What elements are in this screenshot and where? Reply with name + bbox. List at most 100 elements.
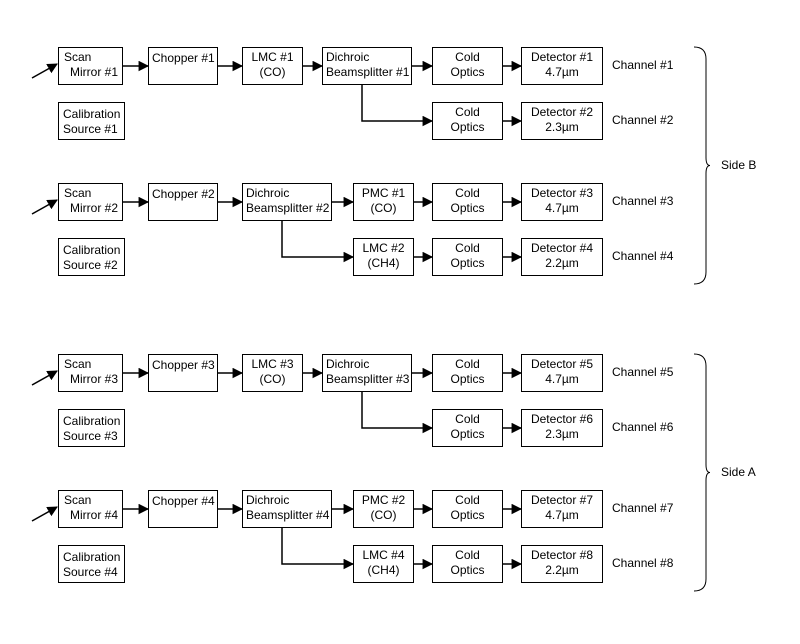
calibration-source-box-g0-r0-line2: Source #1 xyxy=(63,122,118,136)
beamsplitter-box-g1-r0-line1: Dichroic xyxy=(326,357,370,371)
modulator-box-g0-r1-bottom-line1: LMC #2 xyxy=(362,241,405,255)
modulator-box-g1-r1-top-line1: PMC #2 xyxy=(361,493,406,507)
detector-box-g1-r0-top-line1: Detector #5 xyxy=(530,357,594,371)
modulator-box-g0-r1-bottom-line2: (CH4) xyxy=(367,256,400,270)
cold-optics-box-g0-r1-top-line2: Optics xyxy=(450,201,485,215)
chopper-box-g0-r1: Chopper #2 xyxy=(148,183,218,221)
calibration-source-box-g1-r1-line1: Calibration xyxy=(63,550,121,564)
input-beam-arrow-g1-r1 xyxy=(31,506,58,522)
channel-label-g1-r1-bottom: Channel #8 xyxy=(612,556,674,570)
input-beam-arrow-g0-r0 xyxy=(31,63,58,79)
cold-optics-box-g0-r0-top-line2: Optics xyxy=(450,65,485,79)
modulator-box-g1-r1-top-line2: (CO) xyxy=(370,508,397,522)
chopper-box-g1-r0-text: Chopper #3 xyxy=(152,358,215,372)
cold-optics-box-g1-r1-bottom-line1: Cold xyxy=(455,548,480,562)
scan-mirror-box-g1-r1-line1: Scan xyxy=(64,493,92,507)
detector-box-g1-r0-bottom-line2: 2.3µm xyxy=(545,427,579,441)
detector-box-g1-r1-bottom-line2: 2.2µm xyxy=(545,563,579,577)
cold-optics-box-g0-r1-bottom-line2: Optics xyxy=(450,256,485,270)
modulator-box-g0-r0-top-line1: LMC #1 xyxy=(251,50,294,64)
beamsplitter-box-g1-r0-line2: Beamsplitter #3 xyxy=(326,372,410,386)
cold-optics-box-g1-r1-top-line1: Cold xyxy=(455,493,480,507)
cold-optics-box-g0-r0-bottom-line2: Optics xyxy=(450,120,485,134)
input-beam-arrow-g1-r0 xyxy=(31,370,58,386)
modulator-box-g0-r0-top: LMC #1(CO) xyxy=(242,47,303,85)
chopper-box-g0-r1-text: Chopper #2 xyxy=(152,187,215,201)
scan-mirror-box-g1-r0-line1: Scan xyxy=(64,357,92,371)
branch-arrow-g1-r0 xyxy=(361,392,434,434)
modulator-box-g1-r0-top: LMC #3(CO) xyxy=(242,354,303,392)
channel-label-g0-r0-top: Channel #1 xyxy=(612,58,674,72)
side-brace-0 xyxy=(693,46,711,285)
detector-box-g0-r0-bottom-line1: Detector #2 xyxy=(530,105,594,119)
detector-box-g0-r1-bottom-line1: Detector #4 xyxy=(530,241,594,255)
cold-optics-box-g1-r0-top-line1: Cold xyxy=(455,357,480,371)
detector-box-g0-r0-top-line1: Detector #1 xyxy=(530,50,594,64)
beamsplitter-box-g0-r0-line1: Dichroic xyxy=(326,50,370,64)
detector-box-g0-r1-top-line1: Detector #3 xyxy=(530,186,594,200)
input-beam-arrow-g0-r1 xyxy=(31,199,58,215)
branch-arrow-g1-r1 xyxy=(281,528,355,570)
modulator-box-g0-r1-top-line2: (CO) xyxy=(370,201,397,215)
channel-label-g0-r0-bottom: Channel #2 xyxy=(612,113,674,127)
channel-label-g1-r0-bottom: Channel #6 xyxy=(612,420,674,434)
beamsplitter-box-g0-r1-line2: Beamsplitter #2 xyxy=(246,201,330,215)
calibration-source-box-g1-r1-line2: Source #4 xyxy=(63,565,118,579)
chopper-box-g0-r0: Chopper #1 xyxy=(148,47,218,85)
detector-box-g1-r1-top-line1: Detector #7 xyxy=(530,493,594,507)
cold-optics-box-g0-r1-bottom-line1: Cold xyxy=(455,241,480,255)
modulator-box-g1-r1-bottom-line2: (CH4) xyxy=(367,563,400,577)
channel-label-g1-r1-top: Channel #7 xyxy=(612,501,674,515)
cold-optics-box-g1-r0-bottom-line2: Optics xyxy=(450,427,485,441)
detector-box-g0-r1-top-line2: 4.7µm xyxy=(545,201,579,215)
scan-mirror-box-g0-r1-line1: Scan xyxy=(64,186,92,200)
cold-optics-box-g1-r0-bottom-line1: Cold xyxy=(455,412,480,426)
cold-optics-box-g0-r1-top-line1: Cold xyxy=(455,186,480,200)
calibration-source-box-g0-r1-line1: Calibration xyxy=(63,243,121,257)
cold-optics-box-g1-r1-top-line2: Optics xyxy=(450,508,485,522)
modulator-box-g1-r1-bottom: LMC #4(CH4) xyxy=(353,545,414,583)
beamsplitter-box-g1-r1-line2: Beamsplitter #4 xyxy=(246,508,330,522)
calibration-source-box-g1-r0-line2: Source #3 xyxy=(63,429,118,443)
modulator-box-g0-r1-top-line1: PMC #1 xyxy=(361,186,406,200)
beamsplitter-box-g1-r1-line1: Dichroic xyxy=(246,493,290,507)
detector-box-g0-r0-top-line2: 4.7µm xyxy=(545,65,579,79)
branch-arrow-g0-r1 xyxy=(281,221,355,263)
calibration-source-box-g1-r0-line1: Calibration xyxy=(63,414,121,428)
beamsplitter-box-g0-r0-line2: Beamsplitter #1 xyxy=(326,65,410,79)
chopper-box-g0-r0-text: Chopper #1 xyxy=(152,51,215,65)
channel-label-g0-r1-top: Channel #3 xyxy=(612,194,674,208)
scan-mirror-box-g0-r0-line1: Scan xyxy=(64,50,92,64)
modulator-box-g1-r1-top: PMC #2(CO) xyxy=(353,490,414,528)
detector-box-g1-r1-top-line2: 4.7µm xyxy=(545,508,579,522)
modulator-box-g0-r1-top: PMC #1(CO) xyxy=(353,183,414,221)
cold-optics-box-g1-r0-top-line2: Optics xyxy=(450,372,485,386)
side-label-1: Side A xyxy=(721,464,756,479)
detector-box-g1-r0-top-line2: 4.7µm xyxy=(545,372,579,386)
detector-box-g1-r1-bottom-line1: Detector #8 xyxy=(530,548,594,562)
channel-label-g1-r0-top: Channel #5 xyxy=(612,365,674,379)
modulator-box-g0-r1-bottom: LMC #2(CH4) xyxy=(353,238,414,276)
cold-optics-box-g0-r0-top-line1: Cold xyxy=(455,50,480,64)
